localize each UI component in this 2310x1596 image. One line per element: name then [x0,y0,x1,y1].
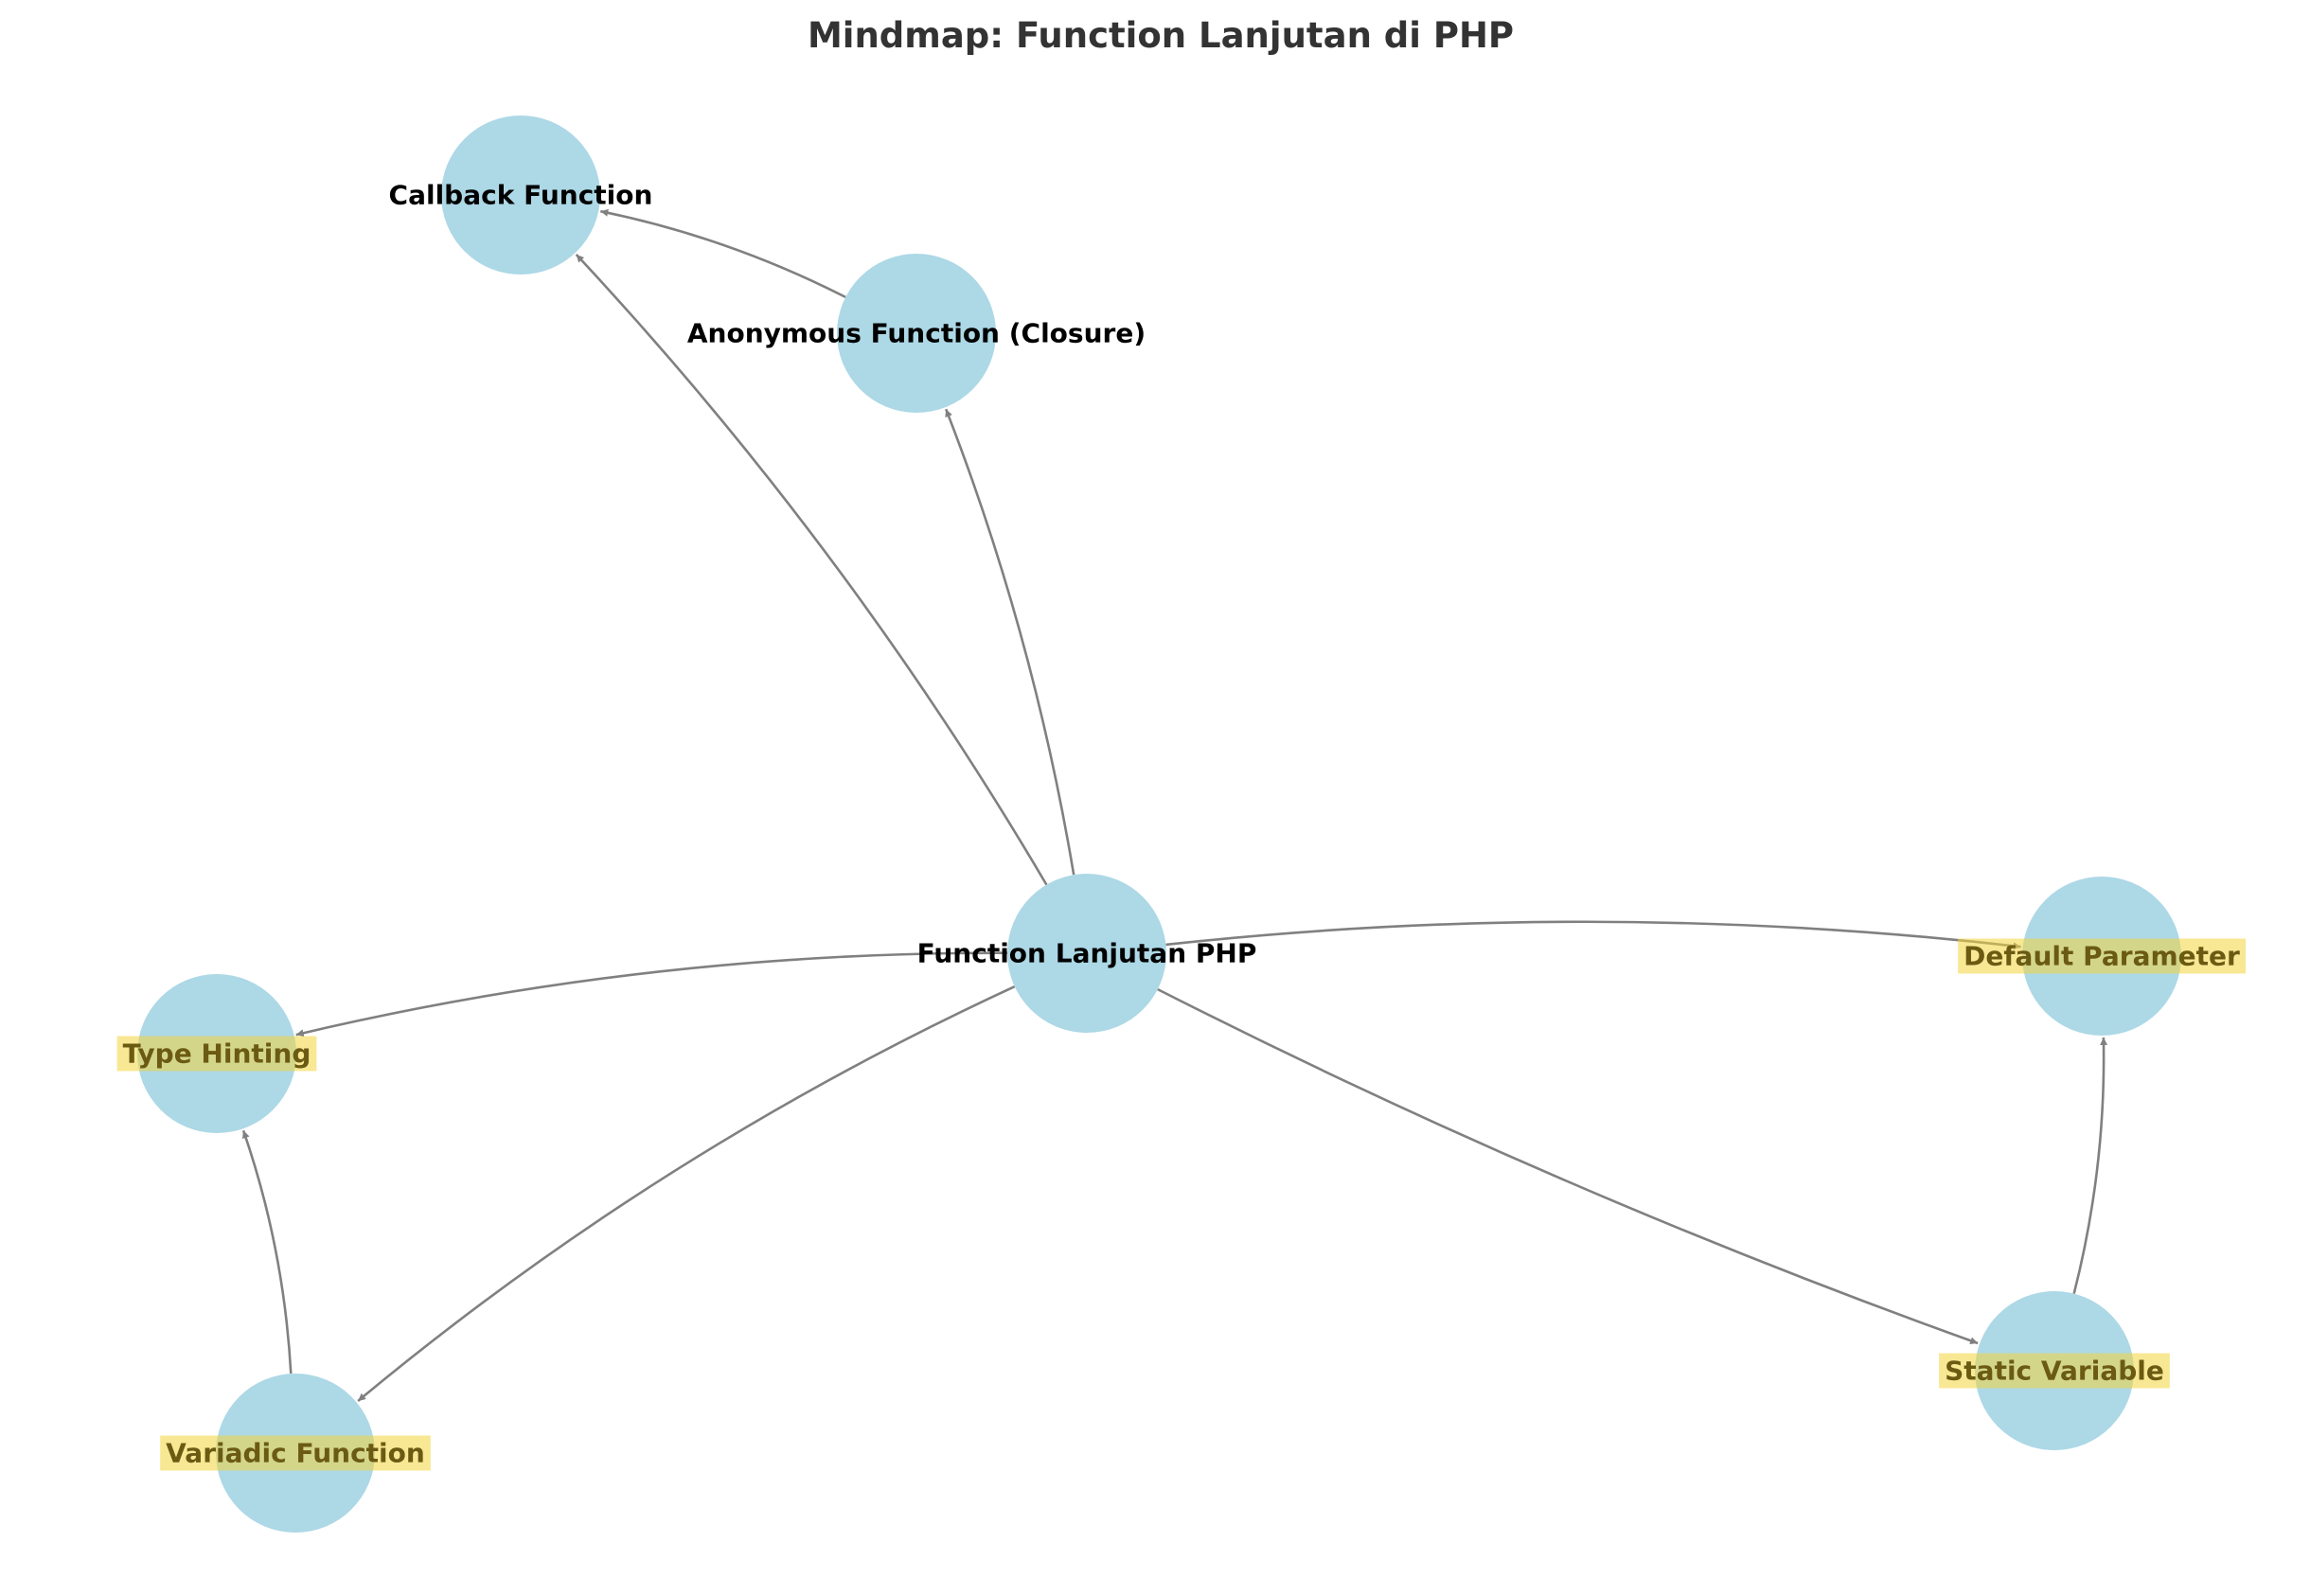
label-group-anonymous-function-closure: Anonymous Function (Closure) [687,318,1146,349]
label-group-default-parameter: Default Parameter [1958,938,2247,974]
node-label-anonymous-function-closure: Anonymous Function (Closure) [687,318,1146,349]
label-group-variadic-function: Variadic Function [160,1435,431,1471]
label-layer: Function Lanjutan PHP Callback FunctionAn… [116,180,2247,1471]
edge-center-to-closure [944,408,1075,876]
node-anonymous-function-closure [837,254,996,413]
label-highlight-static-variable [1939,1353,2170,1389]
edge-center-to-default [1165,920,2021,950]
edge-layer [241,208,2108,1402]
node-callback-function [441,115,600,275]
node-label-type-hinting: Type Hinting [123,1038,311,1070]
node-label-function-lanjutan-php: Function Lanjutan PHP [917,938,1257,969]
node-function-lanjutan-php [1007,874,1166,1033]
label-highlight-type-hinting [116,1036,317,1072]
label-group-type-hinting: Type Hinting [116,1036,317,1072]
node-label-static-variable: Static Variable [1945,1356,2164,1387]
node-layer [137,115,2181,1533]
node-label-callback-function: Callback Function [389,180,653,211]
diagram-title: Mindmap: Function Lanjutan di PHP [808,15,1514,56]
label-group-static-variable: Static Variable [1939,1353,2170,1389]
label-highlight-variadic-function [160,1435,431,1471]
edge-closure-to-callback [600,208,846,299]
edge-center-to-typehint [295,951,1008,1037]
label-group-callback-function: Callback Function [389,180,653,211]
edge-static-to-default [2072,1037,2108,1294]
edge-center-to-variadic [357,985,1016,1402]
node-label-default-parameter: Default Parameter [1964,941,2240,972]
node-label-variadic-function: Variadic Function [166,1438,425,1469]
label-group-function-lanjutan-php: Function Lanjutan PHP [917,938,1257,969]
label-highlight-default-parameter [1958,938,2247,974]
edge-center-to-callback [575,254,1048,886]
edge-variadic-to-typehint [241,1129,293,1374]
edge-center-to-static [1157,987,1979,1345]
